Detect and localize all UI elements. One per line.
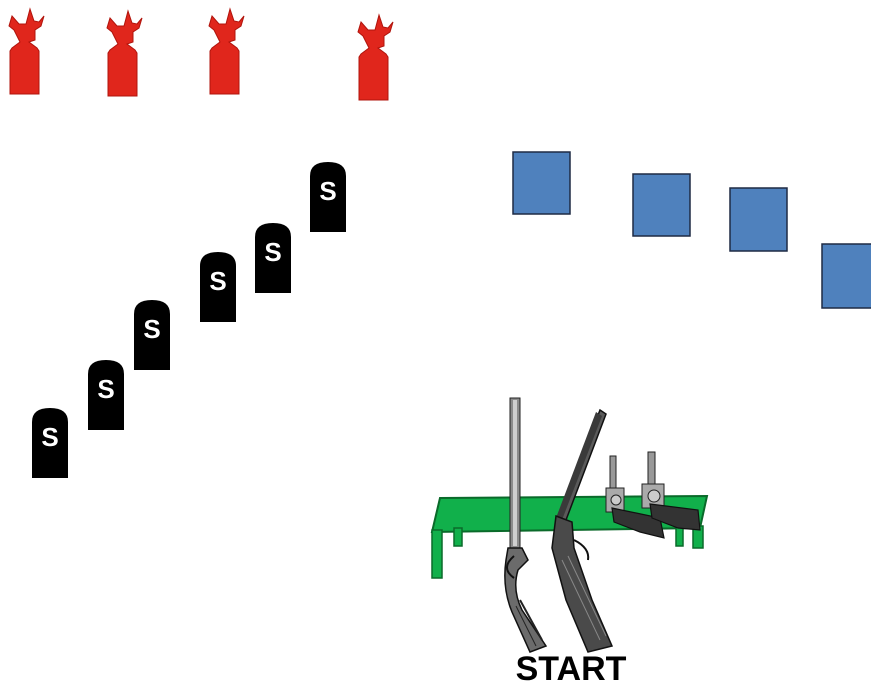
tombstone-target-2: S bbox=[88, 360, 124, 430]
tombstone-letter: S bbox=[209, 266, 226, 296]
tombstone-letter: S bbox=[97, 374, 114, 404]
square-target-4 bbox=[821, 243, 871, 309]
square-target-2 bbox=[632, 173, 691, 237]
cowboy-targets-group bbox=[8, 7, 394, 101]
tombstone-targets-group: S S S S S S bbox=[32, 162, 346, 478]
table-leg-mid bbox=[675, 525, 684, 547]
cowboy-target-2 bbox=[106, 9, 143, 97]
cowboy-target-3 bbox=[208, 7, 245, 95]
cowboy-target-4 bbox=[357, 13, 394, 101]
tombstone-target-4: S bbox=[200, 252, 236, 322]
square-target-3 bbox=[729, 187, 788, 252]
tombstone-target-3: S bbox=[134, 300, 170, 370]
table-leg-front-left bbox=[431, 529, 443, 579]
square-targets-group bbox=[512, 151, 871, 309]
tombstone-letter: S bbox=[143, 314, 160, 344]
start-label: START bbox=[515, 650, 627, 688]
tombstone-target-1: S bbox=[32, 408, 68, 478]
square-target-1 bbox=[512, 151, 571, 215]
table-leg-back-left bbox=[453, 527, 463, 547]
tombstone-letter: S bbox=[41, 422, 58, 452]
revolver-icon-2 bbox=[641, 451, 701, 531]
cowboy-target-1 bbox=[8, 7, 45, 95]
lever-action-rifle-icon bbox=[504, 397, 548, 653]
tombstone-target-6: S bbox=[310, 162, 346, 232]
tombstone-target-5: S bbox=[255, 223, 291, 293]
tombstone-letter: S bbox=[264, 237, 281, 267]
shotgun-icon bbox=[551, 408, 614, 653]
tombstone-letter: S bbox=[319, 176, 336, 206]
